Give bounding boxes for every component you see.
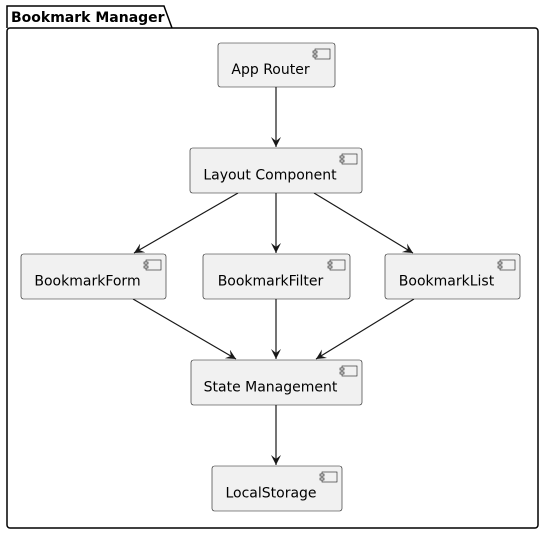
component-box [217, 42, 336, 88]
component-label: LocalStorage [225, 486, 316, 502]
edge-layout-component-to-bookmark-form [133, 192, 239, 254]
component-icon [319, 471, 338, 483]
component-label: Layout Component [203, 168, 337, 184]
component-label: BookmarkForm [34, 274, 140, 290]
component-icon [312, 48, 331, 60]
package-frame: Bookmark Manager [6, 5, 539, 529]
component-box [20, 253, 167, 300]
component-box [384, 253, 521, 300]
edge-bookmark-form-to-state-management [132, 298, 237, 360]
component-bookmark-form[interactable]: BookmarkForm [20, 253, 167, 300]
package-body [6, 27, 539, 529]
component-label: State Management [204, 380, 338, 396]
component-label: BookmarkList [399, 274, 495, 290]
component-icon [143, 259, 162, 271]
component-icon [497, 259, 516, 271]
edge-bookmark-list-to-state-management [315, 298, 415, 360]
component-label: BookmarkFilter [218, 274, 324, 290]
component-layout-component[interactable]: Layout Component [189, 147, 363, 194]
component-app-router[interactable]: App Router [217, 42, 336, 88]
edges-layer [132, 87, 415, 465]
component-icon [339, 365, 358, 377]
component-box [190, 359, 363, 406]
component-icon [327, 259, 346, 271]
component-box [211, 465, 343, 512]
component-bookmark-filter[interactable]: BookmarkFilter [202, 253, 351, 300]
component-state-management[interactable]: State Management [190, 359, 363, 406]
package-title: Bookmark Manager [11, 10, 165, 26]
component-box [189, 147, 363, 194]
component-local-storage[interactable]: LocalStorage [211, 465, 343, 512]
edge-layout-component-to-bookmark-list [313, 192, 414, 254]
component-bookmark-list[interactable]: BookmarkList [384, 253, 521, 300]
component-label: App Router [231, 62, 309, 78]
component-icon [339, 153, 358, 165]
component-box [202, 253, 351, 300]
package-tab [6, 5, 173, 29]
